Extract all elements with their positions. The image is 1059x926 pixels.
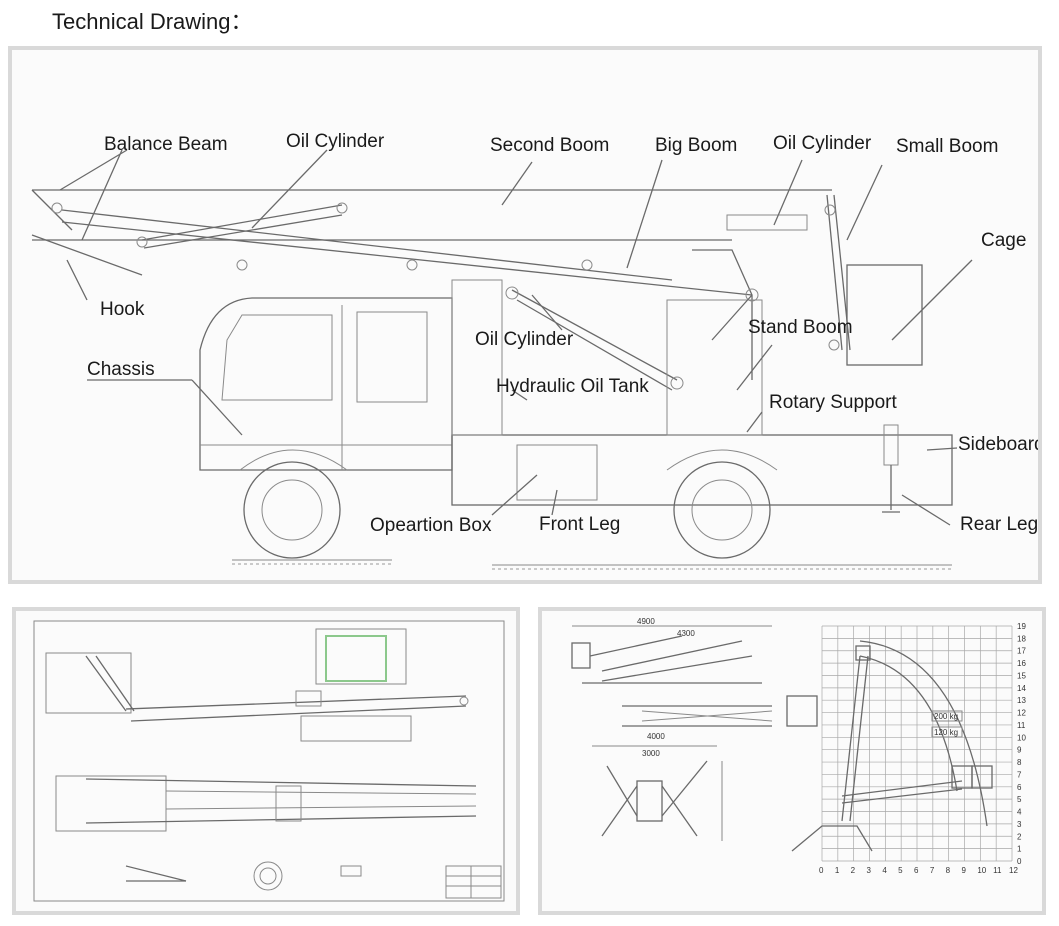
x-tick-label: 0 bbox=[819, 866, 824, 875]
x-tick-label: 12 bbox=[1009, 866, 1018, 875]
y-tick-label: 17 bbox=[1017, 647, 1026, 656]
truck-diagram-panel: Balance Beam Oil Cylinder Second Boom Bi… bbox=[8, 46, 1042, 584]
y-tick-label: 19 bbox=[1017, 622, 1026, 631]
label-hook: Hook bbox=[100, 299, 145, 320]
load-label-2: 120 kg bbox=[934, 728, 958, 737]
y-tick-label: 14 bbox=[1017, 684, 1026, 693]
y-tick-label: 8 bbox=[1017, 758, 1022, 767]
label-second-boom: Second Boom bbox=[490, 135, 609, 156]
label-sideboard: Sideboard bbox=[958, 434, 1038, 455]
label-chassis: Chassis bbox=[87, 359, 155, 380]
label-front-leg: Front Leg bbox=[539, 514, 620, 535]
y-tick-label: 7 bbox=[1017, 770, 1022, 779]
label-hydraulic-oil-tank: Hydraulic Oil Tank bbox=[496, 376, 649, 397]
dim-top-a: 4900 bbox=[637, 617, 655, 626]
x-tick-label: 10 bbox=[977, 866, 986, 875]
y-tick-label: 11 bbox=[1017, 721, 1026, 730]
y-tick-label: 12 bbox=[1017, 709, 1026, 718]
y-tick-label: 9 bbox=[1017, 746, 1022, 755]
label-big-boom: Big Boom bbox=[655, 135, 737, 156]
dim-top-b: 4300 bbox=[677, 629, 695, 638]
x-tick-label: 5 bbox=[898, 866, 903, 875]
front-wheel bbox=[243, 461, 341, 559]
y-tick-label: 16 bbox=[1017, 659, 1026, 668]
x-tick-label: 7 bbox=[930, 866, 935, 875]
x-tick-label: 4 bbox=[882, 866, 887, 875]
label-oil-cylinder-right: Oil Cylinder bbox=[773, 133, 872, 154]
y-tick-label: 13 bbox=[1017, 696, 1026, 705]
y-tick-label: 5 bbox=[1017, 795, 1022, 804]
label-oil-cylinder-mid: Oil Cylinder bbox=[475, 329, 574, 350]
load-label-1: 200 kg bbox=[934, 712, 958, 721]
y-tick-label: 15 bbox=[1017, 671, 1026, 680]
green-highlight-box bbox=[325, 635, 387, 682]
x-tick-label: 9 bbox=[962, 866, 967, 875]
label-stand-boom: Stand Boom bbox=[748, 317, 853, 338]
label-oil-cylinder-upper: Oil Cylinder bbox=[286, 131, 385, 152]
dim-mid: 4000 bbox=[647, 732, 665, 741]
dim-mid-b: 3000 bbox=[642, 749, 660, 758]
y-tick-label: 0 bbox=[1017, 857, 1022, 866]
label-rear-leg: Rear Leg bbox=[960, 514, 1038, 535]
y-tick-label: 10 bbox=[1017, 733, 1026, 742]
working-envelope-arc bbox=[859, 640, 988, 827]
y-tick-label: 4 bbox=[1017, 808, 1022, 817]
boom-plan-drawing bbox=[33, 620, 505, 902]
operation-box-shape bbox=[516, 444, 598, 501]
label-cage: Cage bbox=[981, 230, 1026, 251]
y-tick-label: 1 bbox=[1017, 845, 1022, 854]
y-tick-label: 6 bbox=[1017, 783, 1022, 792]
label-rotary-support: Rotary Support bbox=[769, 392, 898, 413]
boom-plan-panel bbox=[12, 607, 520, 915]
page-heading: Technical Drawing： bbox=[52, 9, 253, 34]
x-tick-label: 8 bbox=[946, 866, 951, 875]
truck-drawing: Balance Beam Oil Cylinder Second Boom Bi… bbox=[31, 131, 1038, 570]
y-tick-label: 2 bbox=[1017, 832, 1022, 841]
y-tick-label: 3 bbox=[1017, 820, 1022, 829]
x-tick-label: 1 bbox=[835, 866, 840, 875]
x-tick-label: 11 bbox=[993, 866, 1002, 875]
cage-shape bbox=[846, 264, 923, 366]
x-tick-label: 2 bbox=[851, 866, 856, 875]
label-operation-box: Opeartion Box bbox=[370, 515, 492, 536]
y-tick-label: 18 bbox=[1017, 634, 1026, 643]
label-small-boom: Small Boom bbox=[896, 136, 998, 157]
label-balance-beam: Balance Beam bbox=[104, 134, 228, 155]
rear-wheel bbox=[673, 461, 771, 559]
x-tick-label: 6 bbox=[914, 866, 919, 875]
cab-outline bbox=[199, 297, 453, 471]
x-tick-label: 3 bbox=[867, 866, 872, 875]
